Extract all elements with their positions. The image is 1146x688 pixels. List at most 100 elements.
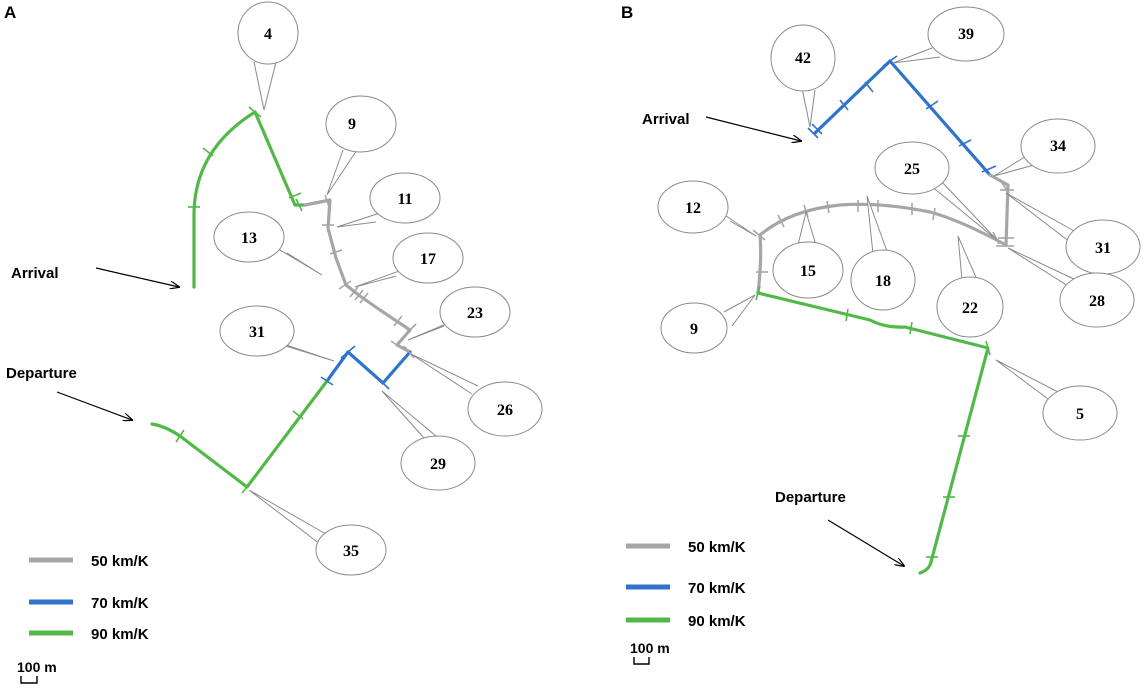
scale-bar-b xyxy=(633,657,650,665)
callout-bubble xyxy=(467,381,543,437)
tick xyxy=(340,345,356,359)
callout-label-4: 4 xyxy=(264,26,272,43)
callout-label-9: 9 xyxy=(348,116,356,133)
tick xyxy=(248,106,262,118)
legend-label-50: 50 km/K xyxy=(91,553,149,570)
tick xyxy=(175,429,185,443)
legend-label-70: 70 km/K xyxy=(688,580,746,597)
tick xyxy=(295,198,303,212)
tick xyxy=(925,100,939,110)
callout-bubble xyxy=(1020,118,1096,174)
panel-a-routes xyxy=(150,110,412,489)
tick xyxy=(202,147,214,157)
panel-a-callouts: 4 9 11 13 17 23 31 26 29 xyxy=(213,1,543,576)
tick xyxy=(338,280,352,290)
callout-bubble xyxy=(237,1,299,65)
callout-bubble xyxy=(439,286,511,338)
tick xyxy=(777,214,785,228)
tick xyxy=(390,340,404,350)
tick xyxy=(403,323,417,337)
callout-bubble xyxy=(770,24,836,92)
callout-pointer xyxy=(274,246,323,276)
tick xyxy=(403,345,415,359)
callout-pointer xyxy=(929,179,998,241)
callout-bubble xyxy=(400,435,476,491)
callout-bubble xyxy=(369,172,441,224)
callout-pointer xyxy=(993,154,1035,177)
tick xyxy=(839,99,849,111)
tick xyxy=(985,340,991,356)
tick xyxy=(811,123,823,135)
callout-label-31: 31 xyxy=(249,324,265,341)
callout-pointer xyxy=(1005,192,1077,243)
departure-label-b: Departure xyxy=(775,489,846,506)
callout-label-34: 34 xyxy=(1050,138,1066,155)
tick xyxy=(826,200,830,214)
panel-b: B xyxy=(621,3,1141,665)
tick xyxy=(958,139,972,147)
callout-label-23: 23 xyxy=(467,305,483,322)
callout-bubble xyxy=(392,232,464,284)
tick xyxy=(393,315,403,327)
callout-pointer xyxy=(866,195,889,255)
route-a-blue-segment xyxy=(325,350,412,385)
tick xyxy=(755,285,761,301)
callout-bubble xyxy=(657,180,729,234)
callout-label-22: 22 xyxy=(962,300,978,317)
route-a-green-departure xyxy=(150,379,329,489)
panel-b-label: B xyxy=(621,3,633,22)
tick xyxy=(752,229,766,241)
route-b-green-segment xyxy=(756,291,990,575)
callout-label-13: 13 xyxy=(241,230,257,247)
arrival-label-a: Arrival xyxy=(11,265,59,282)
tick xyxy=(909,321,913,335)
callout-bubble xyxy=(315,524,387,576)
callout-pointer xyxy=(797,210,817,246)
callout-label-9b: 9 xyxy=(690,321,698,338)
callout-label-26: 26 xyxy=(497,402,513,419)
tick xyxy=(992,231,1000,245)
callout-bubble xyxy=(850,249,916,311)
arrival-arrow-a xyxy=(95,267,179,287)
callout-label-29: 29 xyxy=(430,456,446,473)
callout-bubble xyxy=(325,95,397,153)
tick xyxy=(324,194,330,208)
departure-arrow-a xyxy=(56,391,132,420)
route-a-green-descent xyxy=(253,110,307,207)
tick xyxy=(376,376,390,390)
callout-pointer xyxy=(723,294,756,327)
callout-pointer xyxy=(995,359,1059,403)
callout-label-42: 42 xyxy=(795,50,811,67)
callout-pointer xyxy=(410,353,479,395)
tick xyxy=(292,410,304,420)
panel-a-legend: 50 km/K 70 km/K 90 km/K xyxy=(29,553,149,643)
callout-bubble xyxy=(660,302,728,354)
callout-label-15: 15 xyxy=(800,263,816,280)
panel-a: A xyxy=(4,1,543,684)
legend-label-90: 90 km/K xyxy=(688,613,746,630)
tick xyxy=(288,192,302,199)
panel-a-label: A xyxy=(4,3,16,22)
panel-b-ticks xyxy=(752,55,1014,558)
panel-b-callouts: 42 39 34 25 12 15 18 22 31 xyxy=(657,6,1141,441)
callout-pointer xyxy=(957,235,979,283)
callout-bubble xyxy=(927,6,1005,62)
callout-pointer xyxy=(326,149,358,196)
callout-label-39: 39 xyxy=(958,26,974,43)
departure-arrow-b xyxy=(827,519,904,566)
departure-label-a: Departure xyxy=(6,365,77,382)
callout-bubble xyxy=(213,211,285,263)
callout-pointer xyxy=(381,390,437,439)
tick xyxy=(981,165,997,173)
callout-pointer xyxy=(722,213,757,237)
callout-label-25: 25 xyxy=(904,161,920,178)
legend-label-70: 70 km/K xyxy=(91,595,149,612)
callout-label-31b: 31 xyxy=(1095,240,1111,257)
scale-label-b: 100 m xyxy=(630,640,670,656)
scale-label-a: 100 m xyxy=(17,659,57,675)
arrival-label-b: Arrival xyxy=(642,111,690,128)
callout-label-35: 35 xyxy=(343,543,359,560)
callout-bubble xyxy=(874,141,950,195)
tick xyxy=(359,292,369,304)
